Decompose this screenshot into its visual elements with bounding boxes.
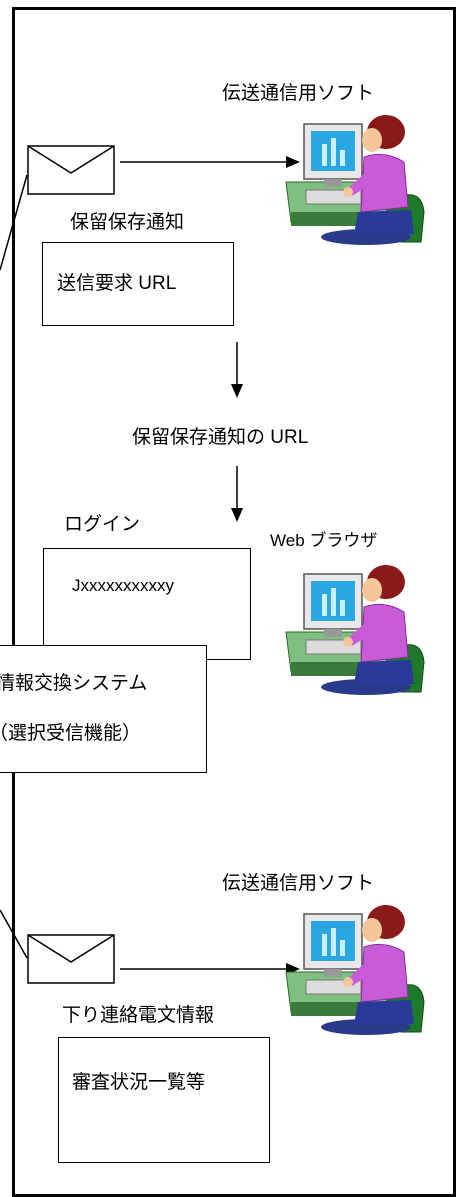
arrow-down-icon [231, 466, 243, 522]
browser-label: Web ブラウザ [270, 531, 378, 550]
downlink-box: 審査状況一覧等 [58, 1037, 270, 1163]
computer-user-icon [285, 115, 425, 245]
envelope-icon [27, 145, 115, 195]
system-name: 情報交換システム [0, 673, 148, 694]
notice-box-text: 送信要求 URL [57, 273, 177, 294]
login-label: ログイン [64, 514, 141, 535]
login-box-text: Jxxxxxxxxxxy [72, 576, 174, 595]
envelope-icon [27, 934, 115, 984]
computer-user-icon [285, 905, 425, 1035]
software-label: 伝送通信用ソフト [222, 83, 375, 104]
arrow-right-icon [120, 963, 300, 975]
login-box: Jxxxxxxxxxxy [43, 548, 251, 660]
software-label: 伝送通信用ソフト [222, 873, 375, 894]
arrow-down-icon [231, 342, 243, 398]
downlink-box-text: 審査状況一覧等 [72, 1072, 206, 1093]
system-subtitle: （選択受信機能） [0, 723, 142, 744]
notice-label: 保留保存通知 [70, 212, 185, 233]
downlink-label: 下り連絡電文情報 [62, 1005, 215, 1026]
arrow-right-icon [120, 156, 300, 168]
system-box: 情報交換システム （選択受信機能） [0, 645, 207, 773]
computer-user-icon [285, 565, 425, 695]
notice-box: 送信要求 URL [42, 242, 234, 326]
url-label: 保留保存通知の URL [132, 427, 309, 448]
